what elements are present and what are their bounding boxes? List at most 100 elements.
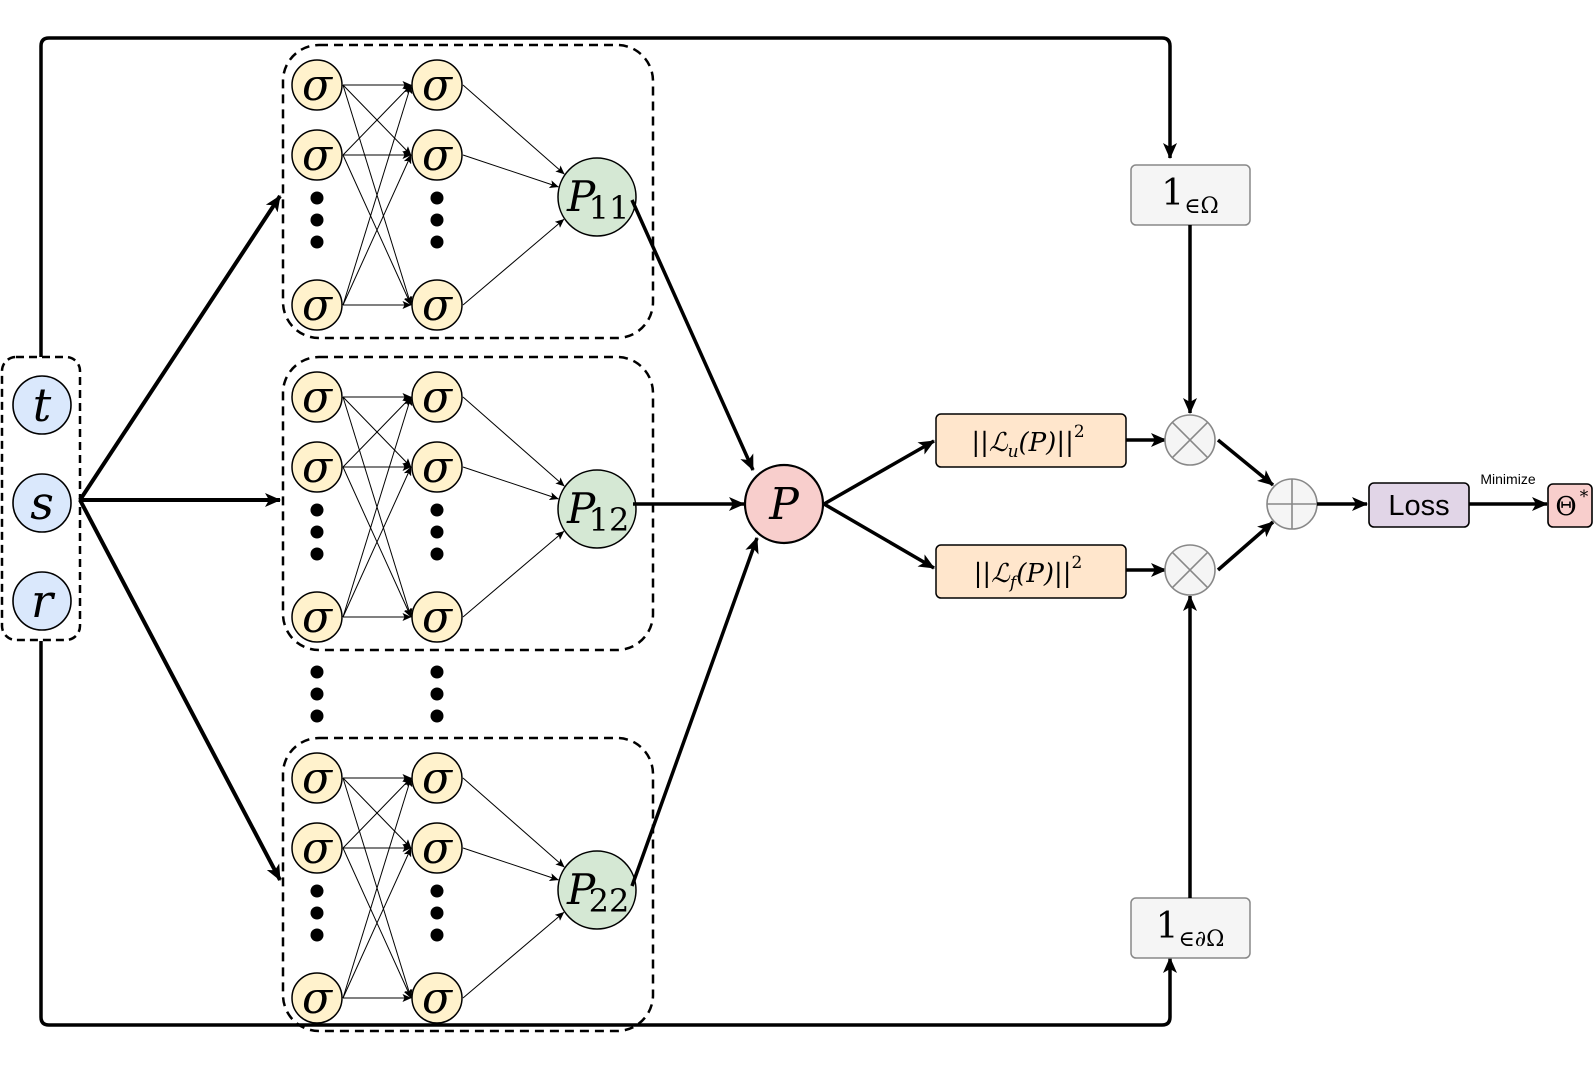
neuron-sigma: σ xyxy=(411,371,463,423)
optimum-label: Θ xyxy=(1555,492,1576,522)
connection-line xyxy=(462,466,559,500)
neuron-symbol: σ xyxy=(422,280,454,331)
neuron-sigma: σ xyxy=(411,591,463,643)
neuron-sigma: σ xyxy=(411,441,463,493)
arrow-mult-top-to-add xyxy=(1216,438,1275,487)
arrow-p-to-lu xyxy=(823,439,935,506)
neuron-sigma: σ xyxy=(411,972,463,1024)
output-node-subscript: 22 xyxy=(589,882,630,920)
neuron-symbol: σ xyxy=(302,823,334,874)
neuron-sigma: σ xyxy=(291,822,343,874)
arrow-p11-to-p xyxy=(630,199,755,471)
skip-connections xyxy=(39,36,1177,1027)
connection-line xyxy=(342,777,412,849)
output-node-subscript: 11 xyxy=(589,189,630,227)
connection-line xyxy=(462,911,565,999)
multiply-node-bottom xyxy=(1164,544,1216,596)
neuron-symbol: σ xyxy=(422,130,454,181)
arrow-input-to-net-11 xyxy=(78,194,282,502)
network-22-connections xyxy=(342,774,565,1002)
output-node-label: P xyxy=(566,172,596,221)
residual-to-multiply-arrows xyxy=(1126,433,1167,577)
layer-ellipsis xyxy=(430,503,444,561)
input-node-t: t xyxy=(12,375,72,435)
network-12-connections xyxy=(342,393,565,621)
neuron-symbol: σ xyxy=(302,592,334,643)
connection-line xyxy=(462,396,565,487)
input-node-circle xyxy=(12,375,72,435)
multiply-to-add-arrows xyxy=(1216,438,1275,572)
add-node xyxy=(1266,478,1318,530)
connection-line xyxy=(462,84,565,175)
residual-box-u: ||ℒu(P)||2 xyxy=(935,413,1127,468)
indicator-boundary: 1∈∂Ω xyxy=(1130,897,1251,959)
input-node-circle xyxy=(12,473,72,533)
output-node-label: P xyxy=(566,484,596,533)
neuron-symbol: σ xyxy=(302,753,334,804)
layer-ellipsis xyxy=(430,191,444,249)
indicator-boxes: 1∈Ω 1∈∂Ω xyxy=(1130,164,1251,959)
connection-line xyxy=(462,777,565,868)
connection-line xyxy=(342,396,412,468)
network-frames xyxy=(281,43,655,1033)
residual-box-f: ||ℒf(P)||2 xyxy=(935,544,1127,599)
loss-box: Loss xyxy=(1368,482,1470,528)
arrow-mult-bottom-to-add xyxy=(1216,520,1275,572)
network-11-connections xyxy=(342,81,565,309)
indicator-label: 1∈∂Ω xyxy=(1156,906,1225,952)
network-22-output-node: P22 xyxy=(557,850,637,930)
neuron-sigma: σ xyxy=(291,972,343,1024)
fan-out-arrows xyxy=(78,194,282,881)
network-11-frame xyxy=(281,43,655,340)
indicator-label: 1∈Ω xyxy=(1161,173,1218,219)
connection-line xyxy=(342,396,413,618)
neuron-sigma: σ xyxy=(291,441,343,493)
p-to-residuals-arrows xyxy=(823,439,935,570)
connection-line xyxy=(462,847,559,881)
optimum-sup: * xyxy=(1580,487,1589,507)
neuron-sigma: σ xyxy=(411,752,463,804)
residual-expression: ||ℒu(P)||2 xyxy=(971,422,1084,462)
neuron-symbol: σ xyxy=(302,130,334,181)
neuron-sigma: σ xyxy=(291,591,343,643)
connection-line xyxy=(342,847,412,999)
neuron-symbol: σ xyxy=(422,60,454,111)
minimize-edge-label: Minimize xyxy=(1480,471,1535,487)
connection-line xyxy=(342,466,412,618)
connection-line xyxy=(342,84,413,306)
connection-line xyxy=(462,218,565,306)
residual-boxes: ||ℒu(P)||2 ||ℒf(P)||2 xyxy=(935,413,1127,599)
indicator-omega: 1∈Ω xyxy=(1130,164,1251,226)
loss-label: Loss xyxy=(1388,490,1449,522)
input-node-label: r xyxy=(31,574,56,628)
skip-bottom-line xyxy=(39,641,1177,1027)
input-node-s: s xyxy=(12,473,72,533)
neuron-symbol: σ xyxy=(302,973,334,1024)
output-node-subscript: 12 xyxy=(589,501,630,539)
optimum-box: Θ * xyxy=(1547,483,1593,528)
neuron-sigma: σ xyxy=(411,279,463,331)
svg-text:Θ: Θ xyxy=(1555,492,1576,522)
input-node-r: r xyxy=(12,571,72,631)
connection-line xyxy=(342,84,412,156)
multiply-node-top xyxy=(1164,414,1216,466)
combined-p-node: P xyxy=(743,463,825,545)
neuron-symbol: σ xyxy=(422,442,454,493)
arrow-p22-to-p xyxy=(630,537,759,887)
combined-p-circle xyxy=(743,463,825,545)
input-node-circle xyxy=(12,571,72,631)
residual-expression: ||ℒf(P)||2 xyxy=(974,553,1083,593)
network-12-frame xyxy=(281,355,655,652)
input-node-label: t xyxy=(33,378,52,432)
neuron-symbol: σ xyxy=(422,753,454,804)
layer-ellipsis xyxy=(310,503,324,561)
minimize-edge: Minimize xyxy=(1469,471,1548,511)
arrow-input-to-net-22 xyxy=(78,499,282,881)
neuron-symbol: σ xyxy=(302,60,334,111)
arrow-p-to-lf xyxy=(823,502,935,570)
network-11-output-node: P11 xyxy=(557,157,637,237)
neuron-symbol: σ xyxy=(302,442,334,493)
input-node-label: s xyxy=(30,476,54,530)
